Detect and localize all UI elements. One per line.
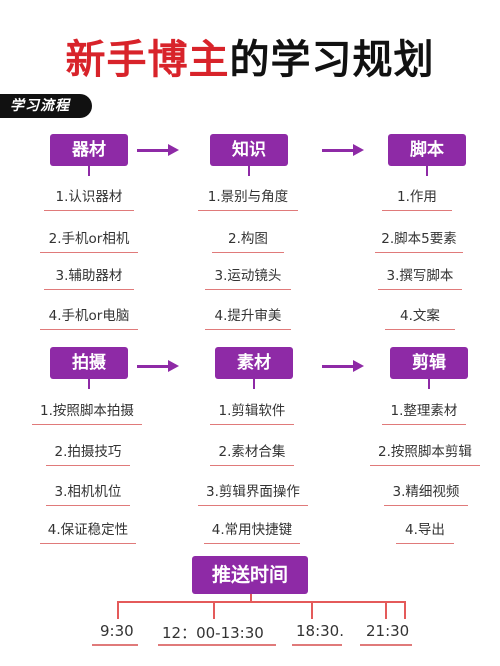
step-label: 拍摄 [72, 353, 106, 373]
step-box-editing: 剪辑 [390, 347, 468, 389]
list-item: 1.认识器材 [44, 188, 134, 211]
push-time-value: 21:30 [366, 622, 410, 640]
push-time-box: 推送时间 [192, 556, 308, 594]
step-box-shooting: 拍摄 [50, 347, 128, 389]
arrow-icon [137, 360, 179, 372]
bracket-tick [213, 601, 215, 619]
list-item: 1.按照脚本拍摄 [32, 402, 142, 425]
list-item: 2.脚本5要素 [375, 230, 463, 253]
section-tag: 学习流程 [0, 94, 92, 118]
bracket-tick [385, 601, 387, 619]
list-item: 4.常用快捷键 [204, 521, 300, 544]
arrow-icon [322, 360, 364, 372]
list-item: 2.手机or相机 [40, 230, 138, 253]
title-red-part: 新手博主 [65, 37, 230, 83]
list-item: 2.按照脚本剪辑 [370, 443, 480, 466]
page-title: 新手博主的学习规划 [0, 38, 500, 82]
underline [158, 644, 276, 646]
step-label: 脚本 [410, 140, 444, 160]
list-item: 2.拍摄技巧 [46, 443, 130, 466]
push-time-value: 18:30. [296, 622, 344, 640]
list-item: 2.素材合集 [210, 443, 294, 466]
bracket-tick [311, 601, 313, 619]
list-item: 1.作用 [382, 188, 452, 211]
bracket-stem [250, 594, 252, 602]
underline [292, 644, 342, 646]
bracket-tick [117, 601, 119, 619]
underline [92, 644, 138, 646]
step-label: 器材 [72, 140, 106, 160]
bracket-tick [404, 601, 406, 619]
list-item: 1.景别与角度 [198, 188, 298, 211]
step-box-equipment: 器材 [50, 134, 128, 176]
list-item: 3.运动镜头 [205, 267, 291, 290]
list-item: 4.导出 [396, 521, 454, 544]
list-item: 3.辅助器材 [44, 267, 134, 290]
push-time-value: 9:30 [100, 622, 134, 640]
list-item: 1.剪辑软件 [210, 402, 294, 425]
list-item: 4.提升审美 [205, 307, 291, 330]
bracket-bar [117, 601, 404, 603]
step-label: 剪辑 [412, 353, 446, 373]
list-item: 3.撰写脚本 [378, 267, 462, 290]
underline [360, 644, 412, 646]
list-item: 4.保证稳定性 [40, 521, 136, 544]
step-label: 知识 [232, 140, 266, 160]
push-time-value: 12：00-13:30 [162, 624, 264, 642]
list-item: 3.剪辑界面操作 [198, 483, 308, 506]
step-box-script: 脚本 [388, 134, 466, 176]
step-box-knowledge: 知识 [210, 134, 288, 176]
arrow-icon [322, 144, 364, 156]
push-time-label: 推送时间 [211, 564, 288, 586]
list-item: 4.手机or电脑 [40, 307, 138, 330]
list-item: 3.精细视频 [384, 483, 468, 506]
step-box-material: 素材 [215, 347, 293, 389]
step-label: 素材 [237, 353, 271, 373]
list-item: 4.文案 [385, 307, 455, 330]
list-item: 1.整理素材 [382, 402, 466, 425]
arrow-icon [137, 144, 179, 156]
list-item: 2.构图 [212, 230, 284, 253]
title-black-part: 的学习规划 [229, 37, 435, 83]
list-item: 3.相机机位 [46, 483, 130, 506]
